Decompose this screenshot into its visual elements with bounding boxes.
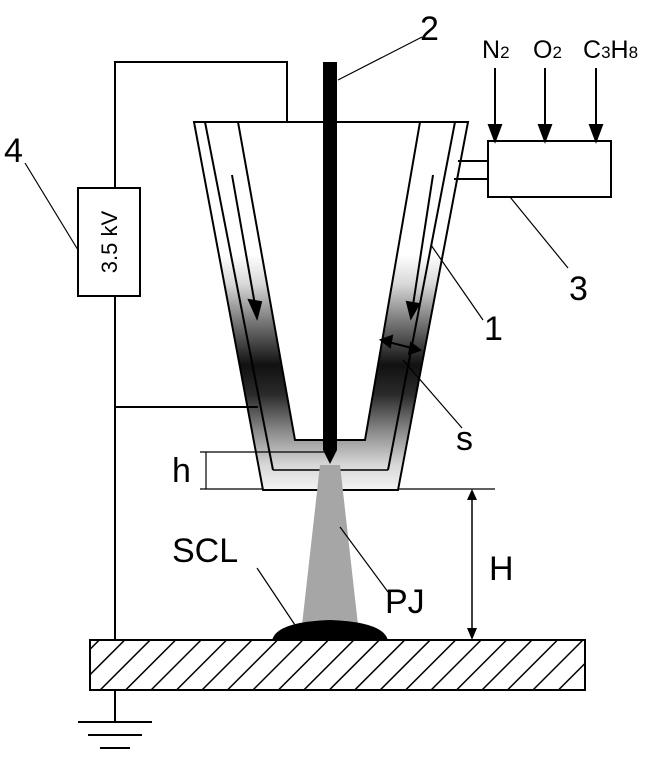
- nozzle-inner-wall-right: [387, 121, 456, 471]
- mixer-connector: [454, 160, 488, 180]
- nozzle-inner-wall-left: [204, 121, 274, 471]
- label-recess-h: h: [172, 452, 191, 490]
- label-plasma-jet: PJ: [385, 583, 425, 621]
- nozzle-body: [192, 121, 470, 491]
- leader-lines: [24, 36, 569, 629]
- label-power-supply: 4: [4, 132, 23, 170]
- gas-mixer-box: [487, 140, 612, 198]
- gas-label-n2: N2: [482, 36, 510, 64]
- power-supply-box: [77, 187, 141, 297]
- plasma-jet: [302, 465, 358, 625]
- label-coating-layer: SCL: [172, 532, 238, 570]
- voltage-label: 3.5 kV: [97, 210, 122, 273]
- coating-layer: [272, 620, 388, 641]
- label-electrode: 2: [420, 10, 439, 48]
- electrical-wiring: [78, 61, 288, 749]
- dimension-h: [200, 451, 330, 490]
- dimension-H: [398, 488, 495, 640]
- electrode: [323, 62, 337, 450]
- gas-label-o2: O2: [533, 36, 562, 64]
- gas-inlet-arrows: [487, 68, 604, 144]
- label-distance-H: H: [489, 550, 514, 588]
- substrate: [89, 639, 586, 691]
- gas-flow-arrows: [231, 174, 434, 322]
- label-nozzle: 1: [484, 310, 503, 348]
- electrode-tip: [323, 450, 337, 464]
- gas-label-c3h8: C3H8: [583, 36, 638, 64]
- label-gap-s: s: [456, 420, 473, 458]
- gap-s-indicator: [378, 334, 423, 356]
- label-mixer: 3: [569, 270, 588, 308]
